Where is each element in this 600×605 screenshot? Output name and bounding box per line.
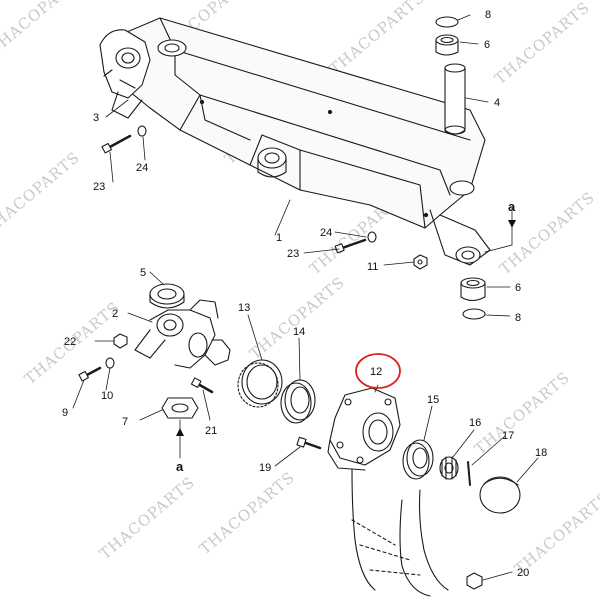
callout-label: 19 [259, 462, 271, 474]
bushing [435, 34, 459, 56]
reference-arrows [176, 220, 516, 436]
bearing [280, 379, 316, 424]
callout-label: 15 [427, 394, 439, 406]
hub-cap [479, 476, 521, 514]
callout-label: 7 [122, 416, 128, 428]
callout-label: 20 [517, 567, 529, 579]
watermark: THACOPARTS [246, 273, 348, 363]
reference-letter: a [508, 199, 516, 214]
bolt [101, 134, 132, 154]
wheel-nut [466, 572, 483, 590]
washer [137, 125, 147, 137]
callout-label: 18 [535, 447, 547, 459]
callout-label: 5 [140, 267, 146, 279]
callout-label: 4 [494, 97, 500, 109]
washer [105, 357, 115, 369]
watermark: THACOPARTS [0, 148, 83, 238]
callout-label: 12 [370, 366, 382, 378]
bearing [149, 283, 185, 309]
callout-label: 21 [205, 425, 217, 437]
stopper-plate [161, 397, 199, 419]
castle-nut [439, 456, 459, 480]
washer [367, 231, 377, 243]
watermark: THACOPARTS [96, 473, 198, 563]
highlight-circle [355, 353, 401, 389]
o-ring [462, 308, 486, 320]
callout-label: 8 [485, 9, 491, 21]
callout-label: 23 [287, 248, 299, 260]
callout-label: 3 [93, 112, 99, 124]
bolt [190, 377, 214, 394]
bearing [402, 439, 434, 480]
callout-label: 23 [93, 181, 105, 193]
watermark: THACOPARTS [511, 488, 600, 578]
callout-label: 10 [101, 390, 113, 402]
reference-letter: a [176, 459, 184, 474]
knuckle-arm [134, 299, 231, 369]
cotter-pin [467, 461, 471, 486]
kingpin [444, 63, 466, 135]
callout-label: 9 [62, 407, 68, 419]
watermark: THACOPARTS [0, 0, 88, 58]
wheel-hub [327, 387, 401, 471]
bushing [460, 277, 486, 302]
callout-labels: 1 2 3 4 5 6 6 7 8 8 9 10 11 12 13 14 15 … [62, 9, 547, 579]
callout-label: 2 [112, 308, 118, 320]
callout-label: 6 [484, 39, 490, 51]
callout-label: 24 [320, 227, 332, 239]
callout-label: 24 [136, 162, 148, 174]
callout-label: 22 [64, 336, 76, 348]
o-ring [435, 16, 459, 28]
watermark: THACOPARTS [491, 0, 593, 88]
callout-label: 17 [502, 430, 514, 442]
watermark: THACOPARTS [196, 468, 298, 558]
leader-lines [72, 14, 539, 581]
callout-label: 1 [276, 232, 282, 244]
callout-label: 8 [515, 312, 521, 324]
hub-bolt [296, 436, 322, 450]
callout-label: 13 [238, 302, 250, 314]
callout-label: 6 [515, 282, 521, 294]
nut [413, 254, 428, 270]
watermark: THACOPARTS [471, 368, 573, 458]
watermark: THACOPARTS [326, 0, 428, 78]
bolt [78, 366, 102, 382]
nut [113, 333, 128, 349]
oil-seal [237, 359, 283, 408]
callout-label: 11 [367, 261, 378, 273]
upper-knuckle [99, 29, 151, 119]
callout-label: 16 [469, 417, 481, 429]
callout-label: 14 [293, 326, 305, 338]
wheel-rim [351, 469, 449, 597]
front-axle-housing [107, 17, 491, 266]
